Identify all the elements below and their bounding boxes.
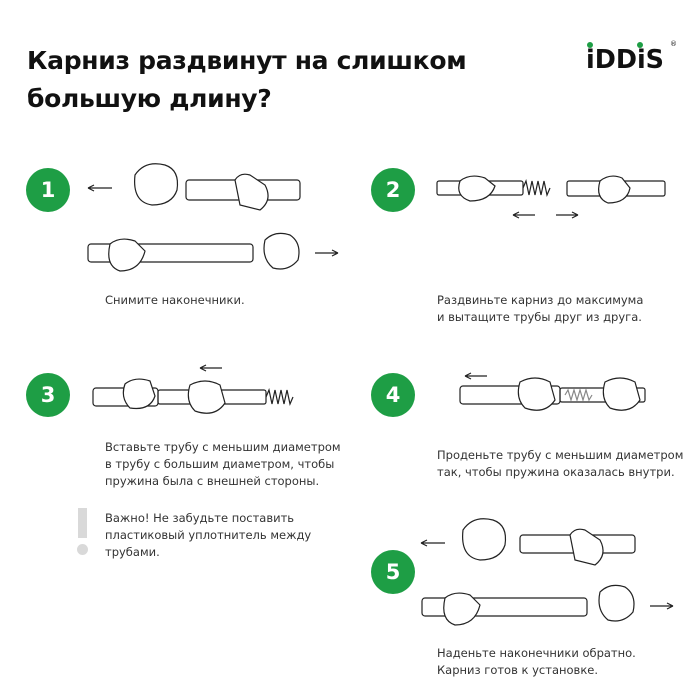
step2-illustration	[436, 175, 666, 219]
text-line: и вытащите трубы друг из друга.	[437, 310, 642, 324]
text-line: пластиковый уплотнитель между	[105, 528, 312, 542]
text-line: Карниз готов к установке.	[437, 663, 599, 677]
exclamation-icon	[78, 508, 87, 538]
svg-text:iDDiS: iDDiS	[586, 45, 664, 75]
step-2-text: Раздвиньте карниз до максимума и вытащит…	[437, 292, 643, 326]
iddis-logo: iDDiS ®	[586, 40, 677, 75]
step1-illustration	[87, 163, 339, 272]
text-line: Проденьте трубу с меньшим диаметром	[437, 448, 684, 462]
text-line: Снимите наконечники.	[105, 293, 245, 307]
step-1-badge: 1	[26, 168, 70, 212]
step-3-badge: 3	[26, 373, 70, 417]
svg-text:®: ®	[670, 40, 677, 48]
step-4-badge: 4	[371, 373, 415, 417]
text-line: Раздвиньте карниз до максимума	[437, 293, 644, 307]
step-4-text: Проденьте трубу с меньшим диаметром так,…	[437, 447, 683, 481]
text-line: Вставьте трубу с меньшим диаметром	[105, 440, 341, 454]
text-line: трубами.	[105, 545, 160, 559]
step3-illustration	[92, 364, 294, 414]
title-line: большую длину?	[27, 84, 272, 113]
step5-illustration	[420, 518, 674, 626]
step-2-badge: 2	[371, 168, 415, 212]
text-line: так, чтобы пружина оказалась внутри.	[437, 465, 675, 479]
warning-text: Важно! Не забудьте поставить пластиковый…	[105, 510, 311, 561]
title-line: Карниз раздвинут на слишком	[27, 46, 467, 75]
step4-illustration	[459, 372, 646, 411]
step-5-badge: 5	[371, 550, 415, 594]
step-1-text: Снимите наконечники.	[105, 292, 245, 309]
exclamation-dot-icon	[77, 544, 88, 555]
text-line: Наденьте наконечники обратно.	[437, 646, 636, 660]
step-3-text: Вставьте трубу с меньшим диаметром в тру…	[105, 439, 341, 490]
text-line: в трубу с большим диаметром, чтобы	[105, 457, 335, 471]
text-line: Важно! Не забудьте поставить	[105, 511, 295, 525]
text-line: пружина была с внешней стороны.	[105, 474, 320, 488]
step-5-text: Наденьте наконечники обратно. Карниз гот…	[437, 645, 636, 679]
page-title: Карниз раздвинут на слишком большую длин…	[27, 42, 507, 118]
